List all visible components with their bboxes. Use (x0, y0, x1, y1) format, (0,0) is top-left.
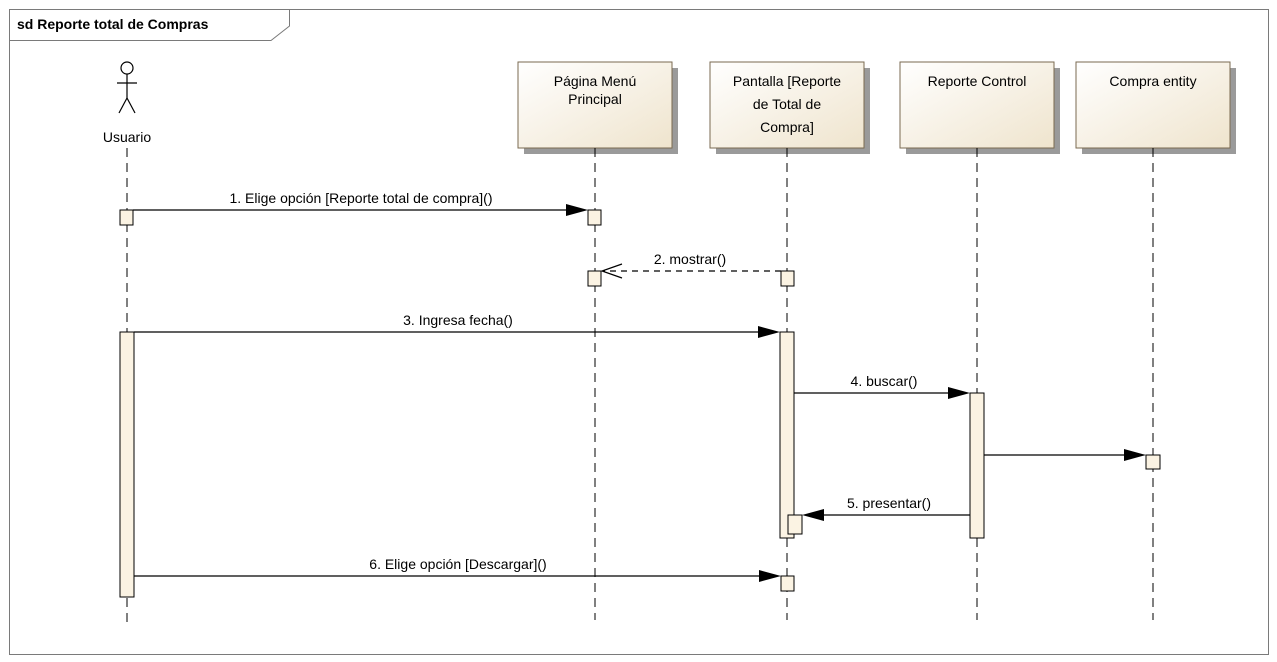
activation-menu-1 (587, 209, 602, 226)
message-1-label: 1. Elige opción [Reporte total de compra… (229, 190, 492, 206)
message-6-label: 6. Elige opción [Descargar]() (369, 556, 546, 572)
actor-label: Usuario (103, 129, 151, 145)
message-to-entity[interactable] (984, 449, 1146, 461)
activation-pantalla-4 (780, 575, 795, 592)
lifeline-label-control-0: Reporte Control (928, 73, 1027, 89)
lifeline-box-menu[interactable]: Página Menú Principal (517, 61, 678, 154)
frame-title: sd Reporte total de Compras (17, 16, 209, 32)
activation-menu-2 (587, 270, 602, 287)
activation-entity (1145, 454, 1161, 470)
lifeline-box-control[interactable]: Reporte Control (899, 61, 1060, 154)
lifeline-box-pantalla[interactable]: Pantalla [Reporte de Total de Compra] (709, 61, 870, 154)
lifeline-box-entity[interactable]: Compra entity (1075, 61, 1236, 154)
activation-usuario-2 (119, 331, 135, 598)
activation-pantalla-3 (787, 514, 803, 535)
message-5[interactable]: 5. presentar() (802, 495, 970, 521)
lifeline-label-menu-0: Página Menú (554, 73, 637, 89)
actor-head-icon (120, 61, 134, 75)
lifeline-label-entity-0: Compra entity (1109, 73, 1196, 89)
message-6[interactable]: 6. Elige opción [Descargar]() (134, 556, 781, 582)
lifeline-label-menu-1: Principal (568, 91, 622, 107)
lifeline-label-pantalla-2: Compra] (760, 119, 814, 135)
message-4[interactable]: 4. buscar() (794, 373, 970, 399)
message-5-label: 5. presentar() (847, 495, 931, 511)
lifeline-label-pantalla-1: de Total de (753, 96, 821, 112)
message-1[interactable]: 1. Elige opción [Reporte total de compra… (133, 190, 588, 216)
message-3[interactable]: 3. Ingresa fecha() (134, 312, 780, 338)
diagram-frame (9, 9, 1269, 655)
message-4-label: 4. buscar() (851, 373, 918, 389)
activation-pantalla-2 (779, 331, 795, 539)
message-3-label: 3. Ingresa fecha() (403, 312, 513, 328)
message-2-label: 2. mostrar() (654, 251, 726, 267)
message-2[interactable]: 2. mostrar() (600, 251, 781, 279)
lifeline-label-pantalla-0: Pantalla [Reporte (733, 73, 841, 89)
frame-title-tab (9, 9, 290, 41)
activation-pantalla-1 (780, 270, 795, 287)
actor-usuario[interactable]: Usuario (103, 61, 151, 145)
activation-control (969, 392, 985, 539)
activation-usuario-1 (119, 209, 134, 226)
